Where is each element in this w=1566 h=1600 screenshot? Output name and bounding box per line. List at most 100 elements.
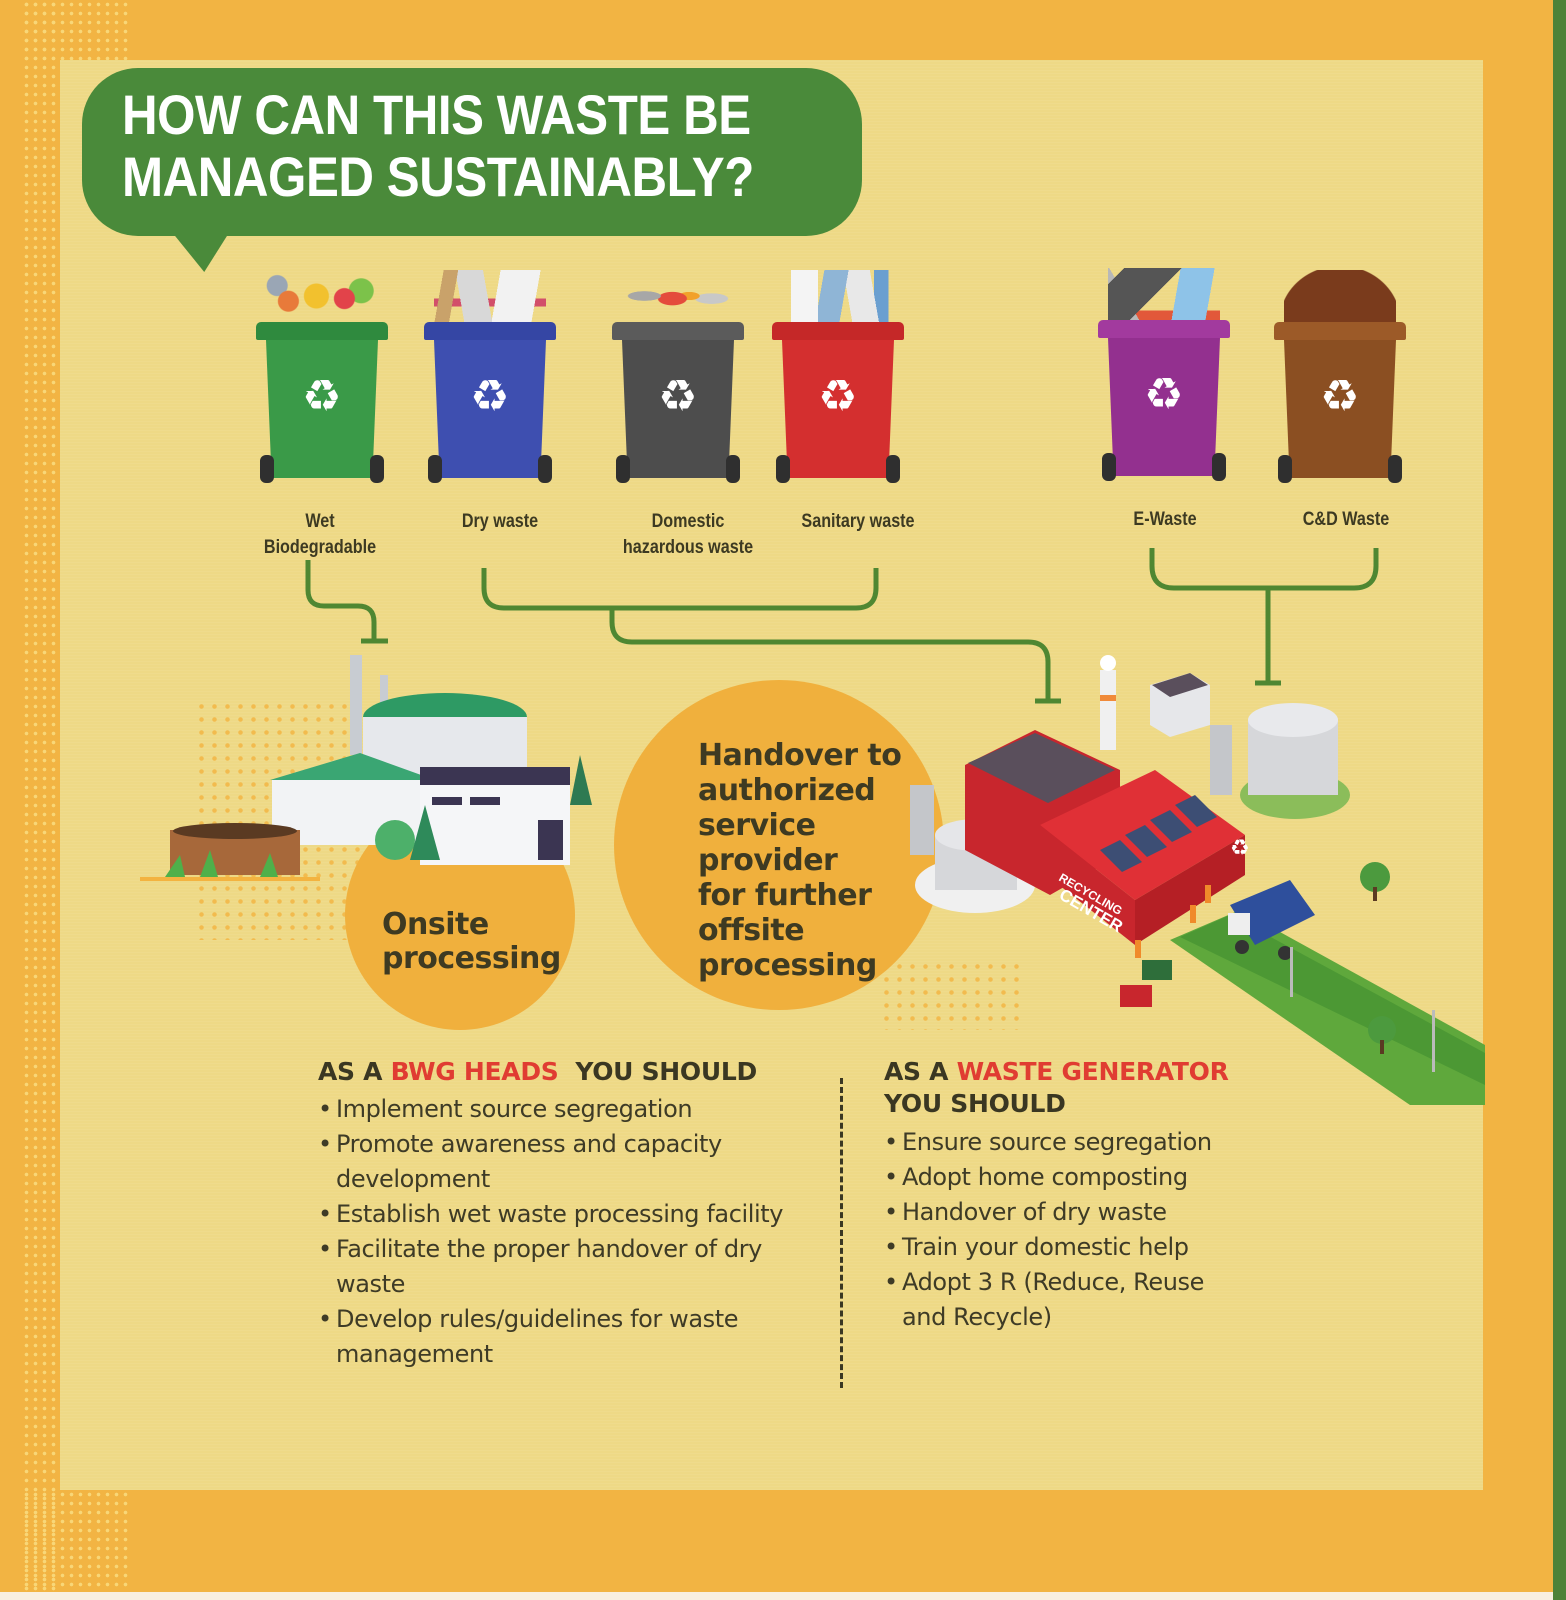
bin-lid (1098, 320, 1230, 338)
list-item: Handover of dry waste (884, 1195, 1229, 1230)
biogas-plant-illustration (140, 645, 600, 895)
onsite-label-line: processing (382, 941, 561, 976)
recycle-icon: ♻ (818, 371, 858, 422)
bin-label-line: Domestic (651, 511, 725, 532)
recycling-center-icon: RECYCLING CENTER ♻ (910, 655, 1485, 1105)
tissues-pads-icon (782, 270, 894, 322)
binding-spine (1553, 0, 1566, 1600)
list-item: Adopt home composting (884, 1160, 1229, 1195)
wheel-icon (886, 455, 900, 483)
bin-sanitary-waste: ♻ (772, 270, 904, 490)
bin-body (266, 340, 378, 478)
cans-bottles-icon (622, 270, 734, 322)
list-item: Adopt 3 R (Reduce, Reuse and Recycle) (884, 1265, 1229, 1335)
bin-label-line: Dry waste (461, 511, 539, 532)
paper-cardboard-icon (434, 270, 546, 322)
wheel-icon (370, 455, 384, 483)
list-item: Implement source segregation (318, 1092, 818, 1127)
wheel-icon (428, 455, 442, 483)
list-item: Develop rules/guidelines for waste manag… (318, 1302, 818, 1372)
list-item: Facilitate the proper handover of dry wa… (318, 1232, 818, 1302)
bwg-heads-list: Implement source segregation Promote awa… (318, 1092, 818, 1372)
bin-domestic-hazardous: ♻ (612, 270, 744, 490)
offsite-circle (614, 680, 944, 1010)
list-item: Ensure source segregation (884, 1125, 1229, 1160)
bin-body (434, 340, 546, 478)
border-dot-pattern-bottom (22, 1490, 130, 1590)
halftone-pattern (880, 960, 1020, 1030)
bin-wet-biodegradable: ♻ (256, 270, 388, 490)
bwg-heads-heading: AS A BWG HEADS YOU SHOULD (318, 1056, 757, 1088)
wheel-icon (1278, 455, 1292, 483)
bin-label-sanitary: Sanitary waste (773, 509, 943, 535)
offsite-label: Handover to authorized service provider … (698, 738, 902, 983)
recycling-center-illustration: RECYCLING CENTER ♻ (910, 655, 1485, 1105)
wheel-icon (776, 455, 790, 483)
recycle-icon: ♻ (1144, 369, 1184, 420)
bin-label-wet: Wet Biodegradable (244, 509, 397, 561)
wheel-icon (1388, 455, 1402, 483)
offsite-label-line: for further (698, 878, 872, 913)
heading-prefix: AS A (318, 1057, 391, 1086)
bin-lid (1274, 322, 1406, 340)
bin-label-line: E-Waste (1133, 509, 1197, 530)
bin-label-line: hazardous waste (622, 537, 754, 558)
recycle-icon: ♻ (1230, 836, 1250, 861)
page-title: HOW CAN THIS WASTE BE MANAGED SUSTAINABL… (122, 84, 756, 208)
food-scraps-icon (266, 270, 378, 322)
bin-label-line: Sanitary waste (801, 511, 915, 532)
bin-lid (424, 322, 556, 340)
offsite-label-line: offsite (698, 913, 805, 948)
title-speech-bubble (82, 68, 862, 236)
recycle-icon: ♻ (658, 371, 698, 422)
list-item: Establish wet waste processing facility (318, 1197, 818, 1232)
bin-label-line: C&D Waste (1302, 509, 1390, 530)
bin-dry-waste: ♻ (424, 270, 556, 490)
offsite-label-line: service (698, 808, 816, 843)
bin-label-e-waste: E-Waste (1093, 507, 1238, 533)
wheel-icon (538, 455, 552, 483)
bin-body (1108, 338, 1220, 476)
biogas-plant-icon (140, 655, 592, 881)
wheel-icon (616, 455, 630, 483)
title-line-1: HOW CAN THIS WASTE BE (122, 83, 751, 146)
offsite-label-line: Handover to (698, 738, 902, 773)
wheel-icon (1212, 453, 1226, 481)
bin-label-cd-waste: C&D Waste (1270, 507, 1423, 533)
bin-label-line: Wet (305, 511, 335, 532)
wheel-icon (260, 455, 274, 483)
bin-lid (612, 322, 744, 340)
recycle-icon: ♻ (470, 371, 510, 422)
bin-cd-waste: ♻ (1274, 270, 1406, 490)
recycle-icon: ♻ (302, 371, 342, 422)
bin-lid (772, 322, 904, 340)
bin-lid (256, 322, 388, 340)
offsite-label-line: provider (698, 843, 838, 878)
heading-highlight: WASTE GENERATOR (956, 1057, 1229, 1086)
onsite-label-line: Onsite (382, 907, 489, 942)
wheel-icon (726, 455, 740, 483)
bin-label-line: Biodegradable (263, 537, 377, 558)
electronics-icon (1108, 268, 1220, 320)
bin-label-dry: Dry waste (424, 509, 577, 535)
bin-body (1284, 340, 1396, 478)
bin-e-waste: ♻ (1098, 268, 1230, 488)
heading-suffix: YOU SHOULD (558, 1057, 757, 1086)
waste-generator-list: Ensure source segregation Adopt home com… (884, 1125, 1229, 1335)
recycle-icon: ♻ (1320, 371, 1360, 422)
heading-highlight: BWG HEADS (390, 1057, 559, 1086)
list-item: Train your domestic help (884, 1230, 1229, 1265)
waste-generator-heading: AS A WASTE GENERATOR YOU SHOULD (884, 1056, 1244, 1120)
list-item: Promote awareness and capacity developme… (318, 1127, 818, 1197)
border-dot-pattern-top (22, 0, 130, 60)
rubble-icon (1284, 270, 1396, 322)
heading-suffix: YOU SHOULD (884, 1089, 1066, 1118)
heading-prefix: AS A (884, 1057, 957, 1086)
bin-label-hazardous: Domestic hazardous waste (603, 509, 773, 561)
bin-body (622, 340, 734, 478)
offsite-label-line: authorized (698, 773, 876, 808)
column-divider (840, 1078, 843, 1388)
wheel-icon (1102, 453, 1116, 481)
bin-body (782, 340, 894, 478)
